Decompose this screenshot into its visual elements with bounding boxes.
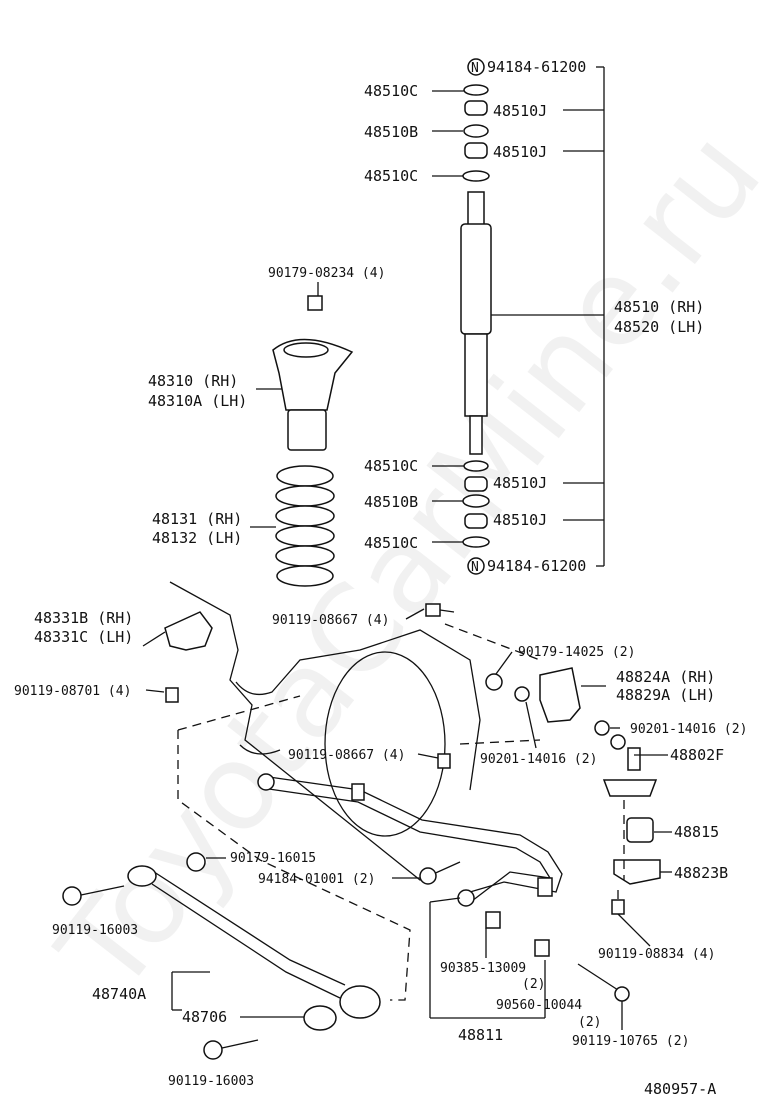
label-cushion-c4: 48510C [364,534,418,552]
label-bolt-i: 90119-16003 [168,1074,254,1089]
label-nut-c: 90179-14025 (2) [518,645,635,660]
label-collar: 90385-13009 [440,961,526,976]
label-cushion-c2: 48510C [364,167,418,185]
label-bolt-h: 90119-10765 (2) [572,1034,689,1049]
bracket-part [539,667,581,723]
absorber-bracket [491,66,605,567]
label-nut-f: 94184-01001 (2) [258,872,375,887]
label-bolt-f: 90119-16003 [52,923,138,938]
bolts-lower [62,885,630,1060]
label-washer-b: 90201-14016 (2) [480,752,597,767]
upper-cushions [462,84,490,182]
label-stabilizer: 48811 [458,1026,503,1044]
label-support-rh: 48310 (RH) [148,372,238,390]
lateral-rod [127,865,381,1031]
n-mark-icon [467,557,485,575]
label-cushion-c1: 48510C [364,82,418,100]
lower-cushions [462,460,490,548]
label-cushion-b1: 48510B [364,123,418,141]
label-absorber-lh: 48520 (LH) [614,318,704,336]
svg-text:N: N [471,61,479,76]
label-absorber-rh: 48510 (RH) [614,298,704,316]
stabilizer-bar [257,773,563,907]
label-cushion-c3: 48510C [364,457,418,475]
n-mark-icon [467,58,485,76]
label-bushing: 48815 [674,823,719,841]
label-bolt-b: 90119-08701 (4) [14,684,131,699]
label-bump-rh: 48331B (RH) [34,609,133,627]
label-nut-mount: 90179-08234 (4) [268,266,385,281]
bump-stopper [164,611,213,651]
stabilizer-bushing [613,817,661,885]
label-bump-lh: 48331C (LH) [34,628,133,646]
spring-support [272,295,354,451]
label-bush-arm: 48706 [182,1008,227,1026]
label-spacer-qty: (2) [578,1015,601,1030]
label-cushion-j2: 48510J [493,143,547,161]
axle-housing [169,581,481,881]
small-bolts [165,603,625,915]
label-cushion-b2: 48510B [364,493,418,511]
label-nut-e: 90179-16015 [230,851,316,866]
label-washer-a: 90201-14016 (2) [630,722,747,737]
coil-spring [275,465,335,587]
label-cushion-j3: 48510J [493,474,547,492]
label-cushion-j4: 48510J [493,511,547,529]
label-arm: 48740A [92,985,146,1003]
label-cushion-j1: 48510J [493,102,547,120]
diagram-code: 480957-A [644,1080,716,1098]
label-collar-qty: (2) [522,977,545,992]
stabilizer-link [602,734,658,797]
label-bolt-d: 90119-08667 (4) [288,748,405,763]
label-bracket-lh: 48829A (LH) [616,686,715,704]
label-link: 48802F [670,746,724,764]
label-nut-bottom: 94184-61200 [487,557,586,575]
label-bolt-a: 90119-08667 (4) [272,613,389,628]
label-support-lh: 48310A (LH) [148,392,247,410]
label-bolt-g: 90119-08834 (4) [598,947,715,962]
label-spring-rh: 48131 (RH) [152,510,242,528]
svg-text:N: N [471,560,479,575]
label-spring-lh: 48132 (LH) [152,529,242,547]
label-nut-top: 94184-61200 [487,58,586,76]
label-bracket-b: 48823B [674,864,728,882]
shock-absorber [460,191,492,455]
label-bracket-rh: 48824A (RH) [616,668,715,686]
label-spacer: 90560-10044 [496,998,582,1013]
